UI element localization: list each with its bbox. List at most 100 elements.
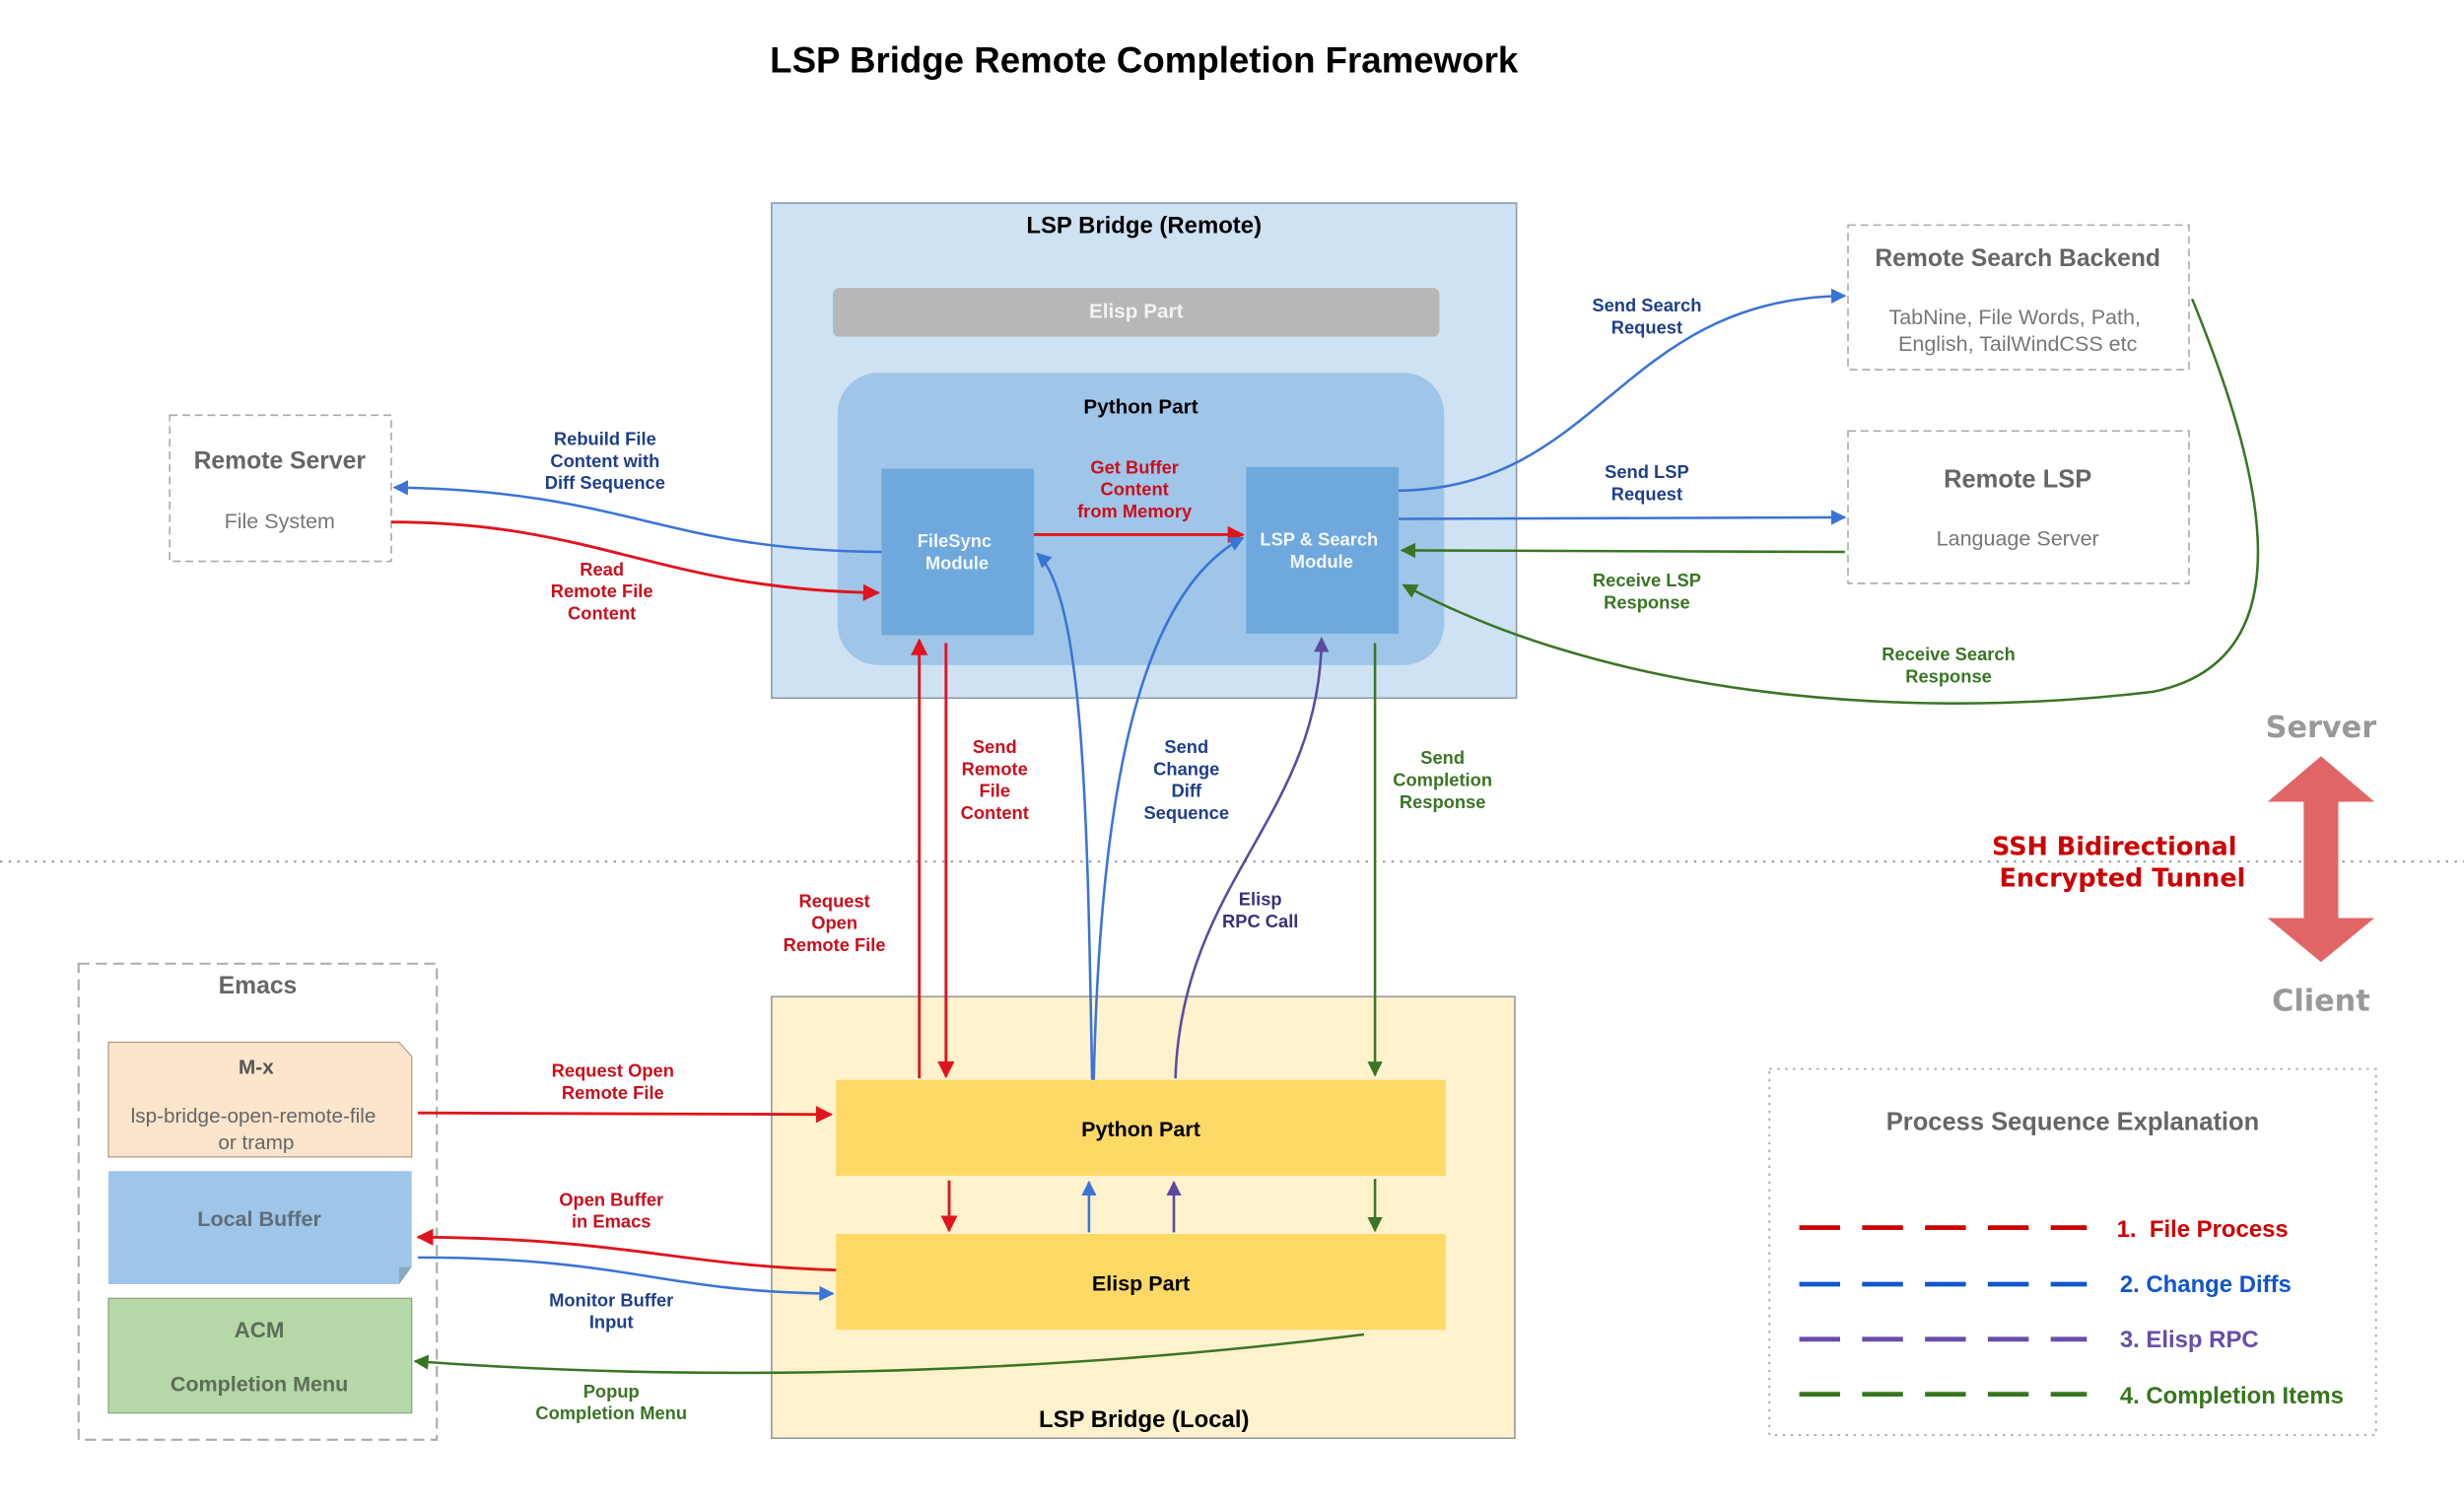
label-send-completion-3: Response — [1400, 791, 1486, 812]
legend-item-file-process: 1. File Process — [1799, 1216, 2289, 1243]
remote-search-backend-line1: TabNine, File Words, Path, — [1888, 306, 2141, 329]
mx-command-card: M-x lsp-bridge-open-remote-file or tramp — [107, 1041, 413, 1158]
label-read-remote-2: Remote File — [551, 581, 653, 601]
label-open-buffer-2: in Emacs — [572, 1211, 650, 1232]
label-read-remote-1: Read — [580, 559, 624, 580]
arrow-receive-search-response — [1402, 298, 2260, 705]
lsp-search-module-line2: Module — [1290, 551, 1353, 572]
label-send-change-diff-3: Diff — [1171, 781, 1201, 801]
local-python-part: Python Part — [836, 1079, 1446, 1176]
label-request-open-h-1: Request Open — [552, 1060, 674, 1081]
arrow-receive-lsp-response — [1400, 542, 1845, 559]
label-send-change-diff-1: Send — [1164, 736, 1208, 757]
label-get-buffer-3: from Memory — [1077, 501, 1193, 521]
legend-item-label: 2. Change Diffs — [2120, 1271, 2292, 1298]
label-open-buffer-1: Open Buffer — [559, 1189, 663, 1209]
label-send-change-diff-4: Sequence — [1143, 802, 1229, 823]
remote-lsp-title: Remote LSP — [1944, 466, 2091, 494]
tunnel-text-line2: Encrypted Tunnel — [2000, 864, 2246, 894]
label-receive-lsp-1: Receive LSP — [1593, 570, 1701, 590]
label-popup-menu-1: Popup — [583, 1381, 640, 1401]
label-read-remote-3: Content — [568, 603, 636, 624]
label-request-open-h-2: Remote File — [562, 1082, 664, 1103]
arrow-rebuild-file-content — [392, 480, 882, 554]
label-receive-lsp-2: Response — [1604, 591, 1690, 612]
label-get-buffer-2: Content — [1101, 479, 1169, 500]
remote-server-box: Remote Server File System — [169, 414, 392, 563]
legend-box: Process Sequence Explanation 1. File Pro… — [1768, 1067, 2377, 1437]
legend-item-completion-items: 4. Completion Items — [1799, 1383, 2344, 1409]
diagram-title: LSP Bridge Remote Completion Framework — [770, 40, 1519, 81]
mx-title: M-x — [239, 1056, 274, 1078]
local-buffer-label: Local Buffer — [197, 1207, 321, 1231]
label-request-open-v-3: Remote File — [784, 934, 886, 955]
label-receive-search-2: Response — [1905, 665, 1992, 686]
arrow-send-search-request — [1398, 288, 1847, 493]
filesync-module-line2: Module — [925, 553, 989, 574]
svg-text:TabNine, File Words, Path,: TabNine, File Words, Path, English, Tail… — [1888, 306, 2147, 356]
svg-text:SSH Bidirectional Encryp: SSH Bidirectional Encrypted Tunnel — [1992, 833, 2245, 894]
label-send-lsp-1: Send LSP — [1605, 461, 1689, 482]
arrow-elisp-rpc-call — [1174, 637, 1330, 1079]
label-popup-menu-2: Completion Menu — [535, 1402, 687, 1423]
label-get-buffer-1: Get Buffer — [1090, 456, 1179, 477]
remote-search-backend-line2: English, TailWindCSS etc — [1898, 332, 2138, 356]
local-elisp-part-label: Elisp Part — [1092, 1271, 1190, 1295]
bidirectional-arrow-icon — [2267, 756, 2375, 963]
label-rebuild-file-2: Content with — [550, 450, 659, 471]
label-request-open-v-1: Request — [798, 890, 869, 911]
remote-python-part-label: Python Part — [1083, 396, 1198, 419]
label-send-lsp-2: Request — [1611, 483, 1682, 504]
remote-search-backend-box: Remote Search Backend TabNine, File Word… — [1847, 224, 2190, 371]
remote-elisp-part-label: Elisp Part — [1089, 300, 1184, 322]
tunnel-text-line1: SSH Bidirectional — [1992, 833, 2237, 862]
acm-card: ACM Completion Menu — [107, 1297, 413, 1414]
legend-item-label: 3. Elisp RPC — [2120, 1327, 2259, 1353]
label-send-completion-2: Completion — [1393, 770, 1492, 790]
legend-item-label: 4. Completion Items — [2120, 1383, 2344, 1409]
label-rebuild-file-3: Diff Sequence — [545, 472, 665, 493]
client-side-label: Client — [2272, 985, 2370, 1019]
acm-subtitle: Completion Menu — [171, 1372, 348, 1396]
label-elisp-rpc-1: Elisp — [1239, 889, 1282, 910]
label-send-remote-file-1: Send — [973, 736, 1017, 757]
mx-command-line2: or tramp — [218, 1131, 294, 1154]
label-monitor-buffer-1: Monitor Buffer — [549, 1289, 673, 1310]
local-elisp-part: Elisp Part — [836, 1233, 1446, 1331]
lsp-search-module: LSP & Search Module — [1246, 466, 1400, 634]
arrow-open-buffer-in-emacs — [416, 1228, 837, 1272]
label-rebuild-file-1: Rebuild File — [554, 429, 656, 449]
mx-command-line1: lsp-bridge-open-remote-file — [131, 1105, 376, 1127]
arrow-read-remote-file — [391, 520, 880, 601]
svg-text:FileSync Module: FileSync Module — [918, 530, 996, 573]
label-elisp-rpc-2: RPC Call — [1222, 911, 1298, 931]
filesync-module-line1: FileSync — [918, 530, 992, 551]
emacs-box: Emacs M-x lsp-bridge-open-remote-file or… — [77, 962, 439, 1441]
arrow-monitor-buffer-input — [418, 1256, 835, 1302]
acm-title: ACM — [235, 1318, 285, 1342]
emacs-title: Emacs — [219, 973, 298, 999]
remote-lsp-subtitle: Language Server — [1937, 527, 2099, 551]
label-monitor-buffer-2: Input — [589, 1312, 634, 1332]
label-send-search-1: Send Search — [1592, 295, 1701, 315]
label-send-remote-file-4: Content — [961, 802, 1029, 823]
local-buffer-card: Local Buffer — [108, 1171, 412, 1284]
legend-item-elisp-rpc: 3. Elisp RPC — [1799, 1327, 2259, 1353]
arrow-send-lsp-request — [1399, 510, 1847, 525]
legend-item-change-diffs: 2. Change Diffs — [1799, 1271, 2292, 1298]
label-send-search-2: Request — [1611, 316, 1682, 337]
server-side-label: Server — [2266, 711, 2377, 745]
remote-elisp-part: Elisp Part — [833, 288, 1440, 337]
